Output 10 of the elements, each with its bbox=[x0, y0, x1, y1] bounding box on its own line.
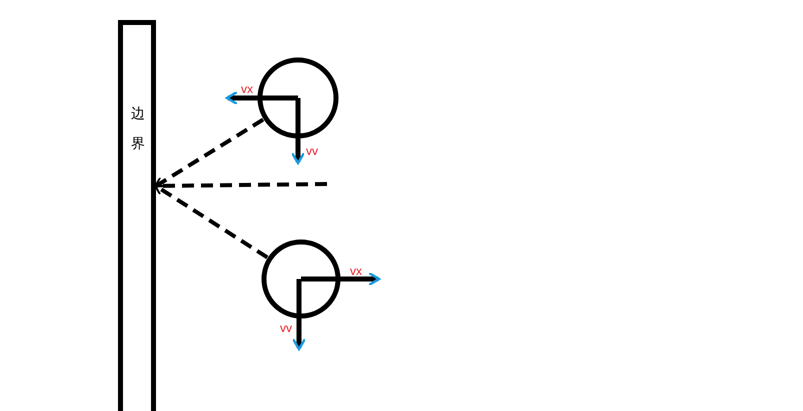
velocity-label: vx bbox=[350, 265, 362, 277]
velocity-label: vv bbox=[280, 322, 292, 334]
arrow bbox=[154, 184, 268, 260]
velocity-label: vv bbox=[306, 145, 318, 157]
boundary-label: 边界 bbox=[131, 105, 145, 154]
arrow bbox=[154, 118, 264, 188]
velocity-label: vx bbox=[241, 83, 253, 95]
boundary-wall bbox=[118, 20, 156, 411]
circle bbox=[260, 238, 342, 320]
circle bbox=[256, 56, 340, 140]
